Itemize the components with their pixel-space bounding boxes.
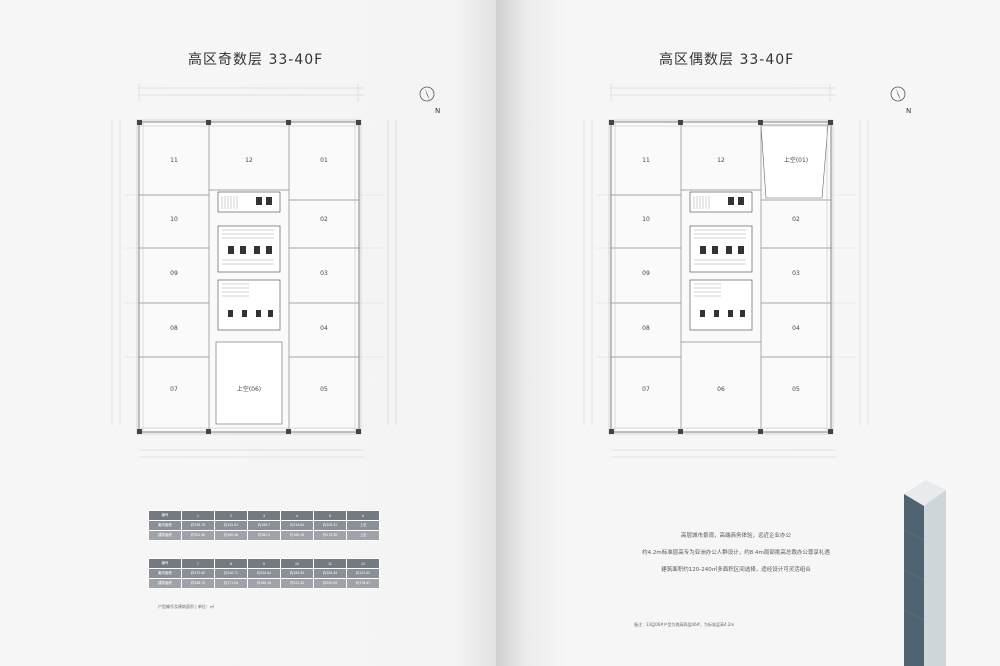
table-row: 编号 7 8 9 10 11 12 — [148, 558, 380, 569]
table-cell: 10 — [280, 558, 314, 569]
unit-label: 09 — [642, 270, 650, 277]
floor-plan-odd: 11 12 01 10 02 09 03 08 04 07 05 上空(06) — [111, 84, 397, 458]
table-cell: 约131.51 — [214, 520, 248, 531]
unit-label: 05 — [320, 386, 328, 393]
table-cell: 约220.93 — [313, 578, 347, 589]
unit-label: 07 — [170, 386, 178, 393]
table-cell: 约172.60 — [181, 568, 215, 579]
table-cell: 编号 — [148, 558, 182, 569]
description-line: 建筑面积约120-240㎡多面积区间选择，适经设计可灵活组合 — [661, 567, 811, 573]
table-cell: 约221.30 — [280, 578, 314, 589]
table-row: 建筑面积 约201.36 约189.48 约282.0 约165.18 约173… — [148, 530, 380, 541]
table-cell: 约114.64 — [247, 568, 281, 579]
north-compass-icon: N — [419, 86, 440, 115]
table-cell: 约195.7 — [247, 520, 281, 531]
unit-label: 02 — [792, 216, 800, 223]
north-label: N — [906, 107, 911, 115]
table-cell: 建筑面积 — [148, 578, 182, 589]
unit-label: 01 — [320, 157, 328, 164]
table-cell: 约139.75 — [181, 520, 215, 531]
unit-label: 11 — [642, 157, 650, 164]
table-cell: 约153.34 — [313, 568, 347, 579]
table-cell: 5 — [313, 510, 347, 521]
table-row: 建筑面积 约248.70 约171.04 约165.18 约221.30 约22… — [148, 578, 380, 589]
unit-label: 03 — [792, 270, 800, 277]
north-compass-icon: N — [890, 86, 911, 115]
right-page-title: 高区偶数层 33-40F — [659, 52, 795, 68]
table-cell: 1 — [181, 510, 215, 521]
building-illustration — [903, 480, 946, 666]
table-cell: 编号 — [148, 510, 182, 521]
table-cell: 约173.35 — [313, 530, 347, 541]
description-line: 高层城市景观，高端商务体验，远近企业办公 — [680, 533, 791, 539]
table-cell: 约114.64 — [280, 520, 314, 531]
description-line: 约4.2m标准层高专为亚洲办公人群设计，约8.4m局部挑高总裁办公尊享礼遇 — [642, 550, 830, 556]
north-label: N — [435, 107, 440, 115]
table-cell: 约165.18 — [247, 578, 281, 589]
unit-label: 03 — [320, 270, 328, 277]
table-cell: 6 — [346, 510, 380, 521]
table-cell: 8 — [214, 558, 248, 569]
left-page-title: 高区奇数层 33-40F — [188, 52, 324, 68]
floor-plan-even: 11 12 上空(01) 10 02 09 03 08 04 07 06 05 — [583, 84, 869, 458]
table-cell: 约120.31 — [313, 520, 347, 531]
table-cell: 约201.36 — [181, 530, 215, 541]
table-note: 户型编号及建筑面积 | 单位：㎡ — [158, 604, 214, 609]
left-page: 高区奇数层 33-40F N — [0, 0, 496, 666]
table-cell: 约248.70 — [181, 578, 215, 589]
table-row: 套内面积 约172.60 约118.71 约114.64 约153.59 约15… — [148, 568, 380, 579]
unit-label: 08 — [642, 325, 650, 332]
table-row: 套内面积 约139.75 约131.51 约195.7 约114.64 约120… — [148, 520, 380, 531]
unit-label: 11 — [170, 157, 178, 164]
unit-label: 07 — [642, 386, 650, 393]
table-cell: 上空 — [346, 520, 380, 531]
unit-label: 06 — [717, 386, 725, 393]
table-cell: 约153.59 — [280, 568, 314, 579]
table-cell: 3 — [247, 510, 281, 521]
table-cell: 建筑面积 — [148, 530, 182, 541]
remark-note: 备注：33层06#户型为挑高两层06#，为标准层高4.2m — [634, 622, 735, 627]
table-cell: 2 — [214, 510, 248, 521]
table-cell: 约189.48 — [214, 530, 248, 541]
table-row: 编号 1 2 3 4 5 6 — [148, 510, 380, 521]
unit-label: 10 — [170, 216, 178, 223]
table-cell: 约165.18 — [280, 530, 314, 541]
right-page: 高区偶数层 33-40F N — [496, 0, 1000, 666]
table-cell: 4 — [280, 510, 314, 521]
unit-label: 04 — [792, 325, 800, 332]
table-cell: 7 — [181, 558, 215, 569]
unit-label: 10 — [642, 216, 650, 223]
void-label: 上空(01) — [784, 156, 808, 164]
table-cell: 套内面积 — [148, 520, 182, 531]
table-cell: 约118.71 — [214, 568, 248, 579]
unit-label: 04 — [320, 325, 328, 332]
table-cell: 约282.0 — [247, 530, 281, 541]
table-cell: 上空 — [346, 530, 380, 541]
unit-label: 05 — [792, 386, 800, 393]
table-cell: 套内面积 — [148, 568, 182, 579]
unit-label: 12 — [717, 157, 725, 164]
unit-label: 08 — [170, 325, 178, 332]
table-cell: 约175.67 — [346, 578, 380, 589]
core-void-label: 上空(06) — [237, 385, 261, 393]
unit-label: 09 — [170, 270, 178, 277]
project-description: 高层城市景观，高端商务体验，远近企业办公 约4.2m标准层高专为亚洲办公人群设计… — [596, 528, 876, 579]
table-cell: 12 — [346, 558, 380, 569]
area-table-1: 编号 1 2 3 4 5 6 套内面积 约139.75 约131.51 约195… — [148, 510, 380, 541]
table-cell: 9 — [247, 558, 281, 569]
unit-label: 02 — [320, 216, 328, 223]
area-table-2: 编号 7 8 9 10 11 12 套内面积 约172.60 约118.71 约… — [148, 558, 380, 589]
table-cell: 11 — [313, 558, 347, 569]
table-cell: 约171.04 — [214, 578, 248, 589]
table-cell: 约121.92 — [346, 568, 380, 579]
unit-label: 12 — [245, 157, 253, 164]
